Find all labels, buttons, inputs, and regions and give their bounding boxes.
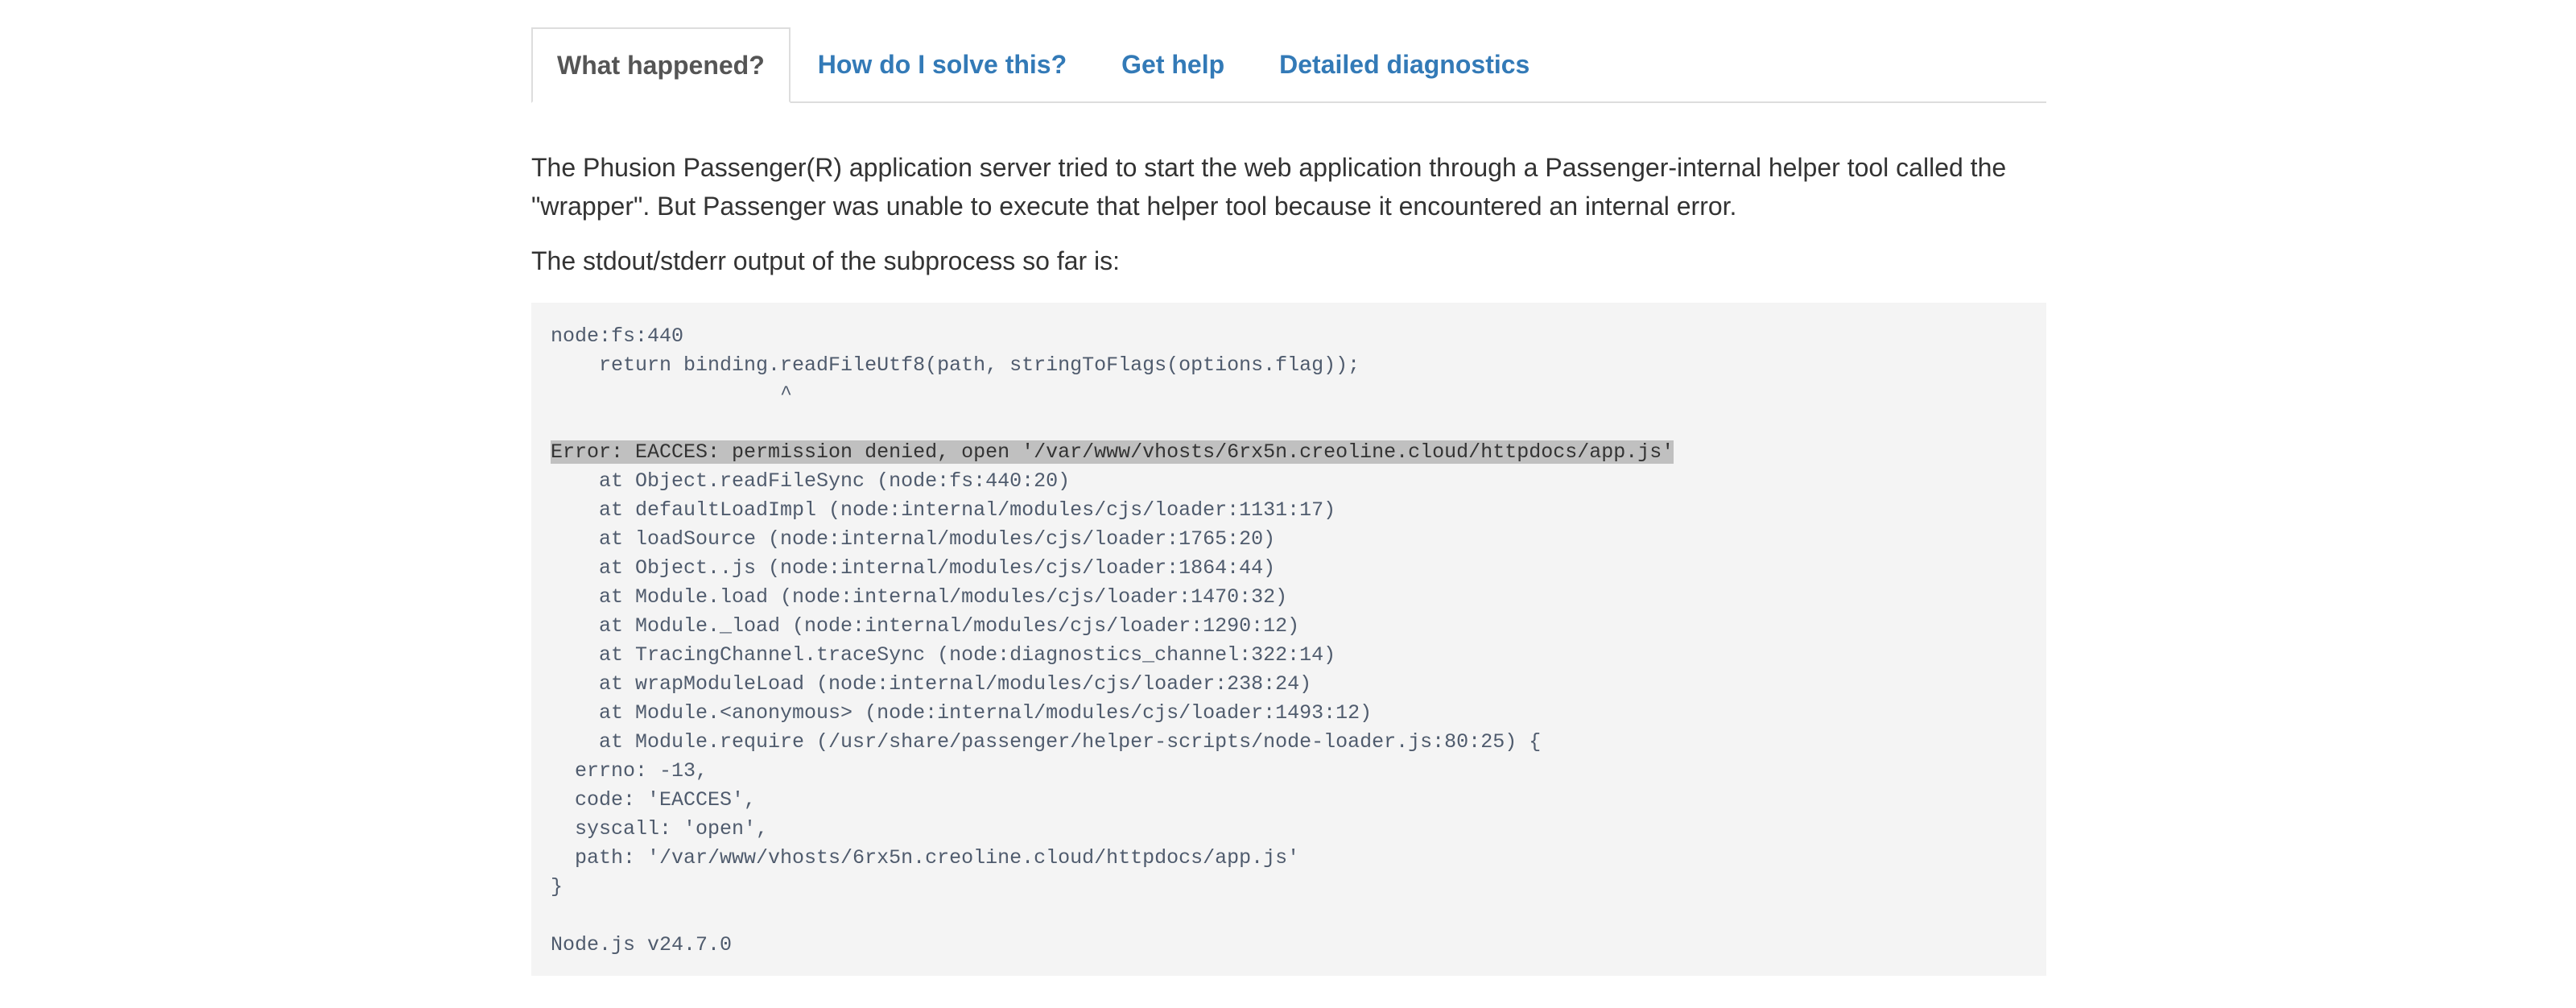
error-line: Error: EACCES: permission denied, open '… — [551, 438, 2027, 467]
output-line: at loadSource (node:internal/modules/cjs… — [551, 527, 1276, 551]
output-line: at wrapModuleLoad (node:internal/modules… — [551, 672, 1312, 696]
output-line: } — [551, 875, 564, 899]
subprocess-output-box: node:fs:440 return binding.readFileUtf8(… — [531, 303, 2046, 976]
output-line: code: 'EACCES', — [551, 788, 757, 812]
output-line: at Object.readFileSync (node:fs:440:20) — [551, 469, 1071, 493]
output-line: at defaultLoadImpl (node:internal/module… — [551, 498, 1336, 522]
error-highlight: Error: EACCES: permission denied, open '… — [551, 440, 1674, 464]
output-line: at Module._load (node:internal/modules/c… — [551, 614, 1300, 638]
tab-detailed-diagnostics[interactable]: Detailed diagnostics — [1279, 49, 1530, 79]
output-line: errno: -13, — [551, 759, 708, 783]
output-line: syscall: 'open', — [551, 817, 769, 841]
tab-get-help[interactable]: Get help — [1121, 49, 1225, 79]
output-line: at Module.require (/usr/share/passenger/… — [551, 730, 1542, 754]
subprocess-output: node:fs:440 return binding.readFileUtf8(… — [551, 322, 2027, 960]
output-line: path: '/var/www/vhosts/6rx5n.creoline.cl… — [551, 846, 1300, 870]
output-line: return binding.readFileUtf8(path, string… — [551, 353, 1360, 377]
output-line: at Object..js (node:internal/modules/cjs… — [551, 556, 1276, 580]
intro-paragraph: The Phusion Passenger(R) application ser… — [531, 153, 2007, 221]
tab-how-to-solve[interactable]: How do I solve this? — [817, 49, 1067, 79]
tab-what-happened[interactable]: What happened? — [531, 27, 791, 103]
error-page: What happened? How do I solve this? Get … — [531, 0, 2046, 976]
output-line: node:fs:440 — [551, 324, 684, 348]
output-line: Node.js v24.7.0 — [551, 933, 733, 956]
output-line — [551, 902, 2027, 931]
output-line: ^ — [551, 382, 793, 406]
tab-content: The Phusion Passenger(R) application ser… — [531, 103, 2046, 976]
output-line: at Module.load (node:internal/modules/cj… — [551, 585, 1288, 609]
output-line: at Module.<anonymous> (node:internal/mod… — [551, 701, 1373, 725]
tab-bar: What happened? How do I solve this? Get … — [531, 27, 2046, 103]
output-line — [551, 409, 2027, 438]
output-label: The stdout/stderr output of the subproce… — [531, 246, 1121, 275]
output-line: at TracingChannel.traceSync (node:diagno… — [551, 643, 1336, 667]
